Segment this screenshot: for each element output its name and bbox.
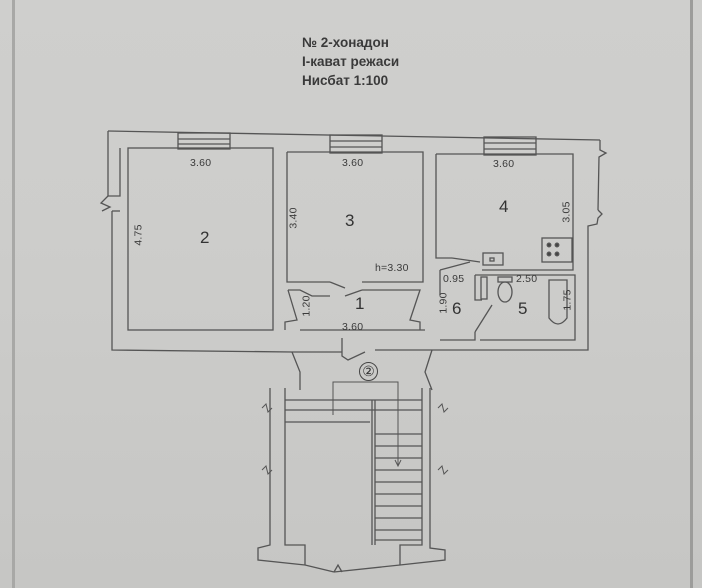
room-2-height-dim: 4.75 [132,224,145,246]
bathtub-icon [548,279,568,325]
wall-break-markers [261,403,449,475]
sink-icon [482,252,504,266]
room-3-ceiling-height: h=3.30 [375,262,409,274]
room-3-height-dim: 3.40 [287,207,300,229]
room-3-width-dim: 3.60 [342,157,364,169]
room-5-label: 5 [518,299,528,318]
room-3-walls [286,151,424,289]
room-6-width-dim: 0.95 [443,273,465,285]
window-room-3 [329,134,383,154]
room-2-walls [127,147,274,331]
entrance-walls [291,338,433,391]
stove-icon [541,237,573,263]
room-1-walls [284,289,425,331]
room-5-height-dim: 1.75 [561,289,574,311]
toilet-icon [497,276,513,303]
room-4-width-dim: 3.60 [493,158,515,170]
scale-title: Нисбат 1:100 [302,73,389,88]
room-6-label: 6 [452,299,462,318]
room-3-label: 3 [345,211,355,230]
paper-right-edge [690,0,693,588]
room-1-width-dim: 3.60 [342,321,364,333]
stairwell-walls [257,388,446,573]
room-6-height-dim: 1.90 [437,292,450,314]
room-6-walls [439,261,493,341]
room-4-label: 4 [499,197,509,216]
room-5-width-dim: 2.50 [516,273,538,285]
stair-direction-arrow [332,381,402,468]
window-room-2 [177,132,231,150]
water-heater-icon [480,276,488,300]
room-2-label: 2 [200,228,210,247]
room-1-height-dim: 1.20 [300,295,313,317]
paper-left-edge [12,0,15,588]
floor-plan-title: I-кават режаси [302,54,400,69]
window-room-4 [483,136,537,156]
room-4-height-dim: 3.05 [560,201,573,223]
stairwell-number-marker: ② [359,362,378,381]
room-4-walls [435,153,574,271]
plan-title-block: № 2-хонадон I-кават режаси Нисбат 1:100 [302,33,399,90]
room-2-width-dim: 3.60 [190,157,212,169]
apartment-number-title: № 2-хонадон [302,35,389,50]
room-1-label: 1 [355,294,365,313]
room-5-walls [474,274,576,341]
